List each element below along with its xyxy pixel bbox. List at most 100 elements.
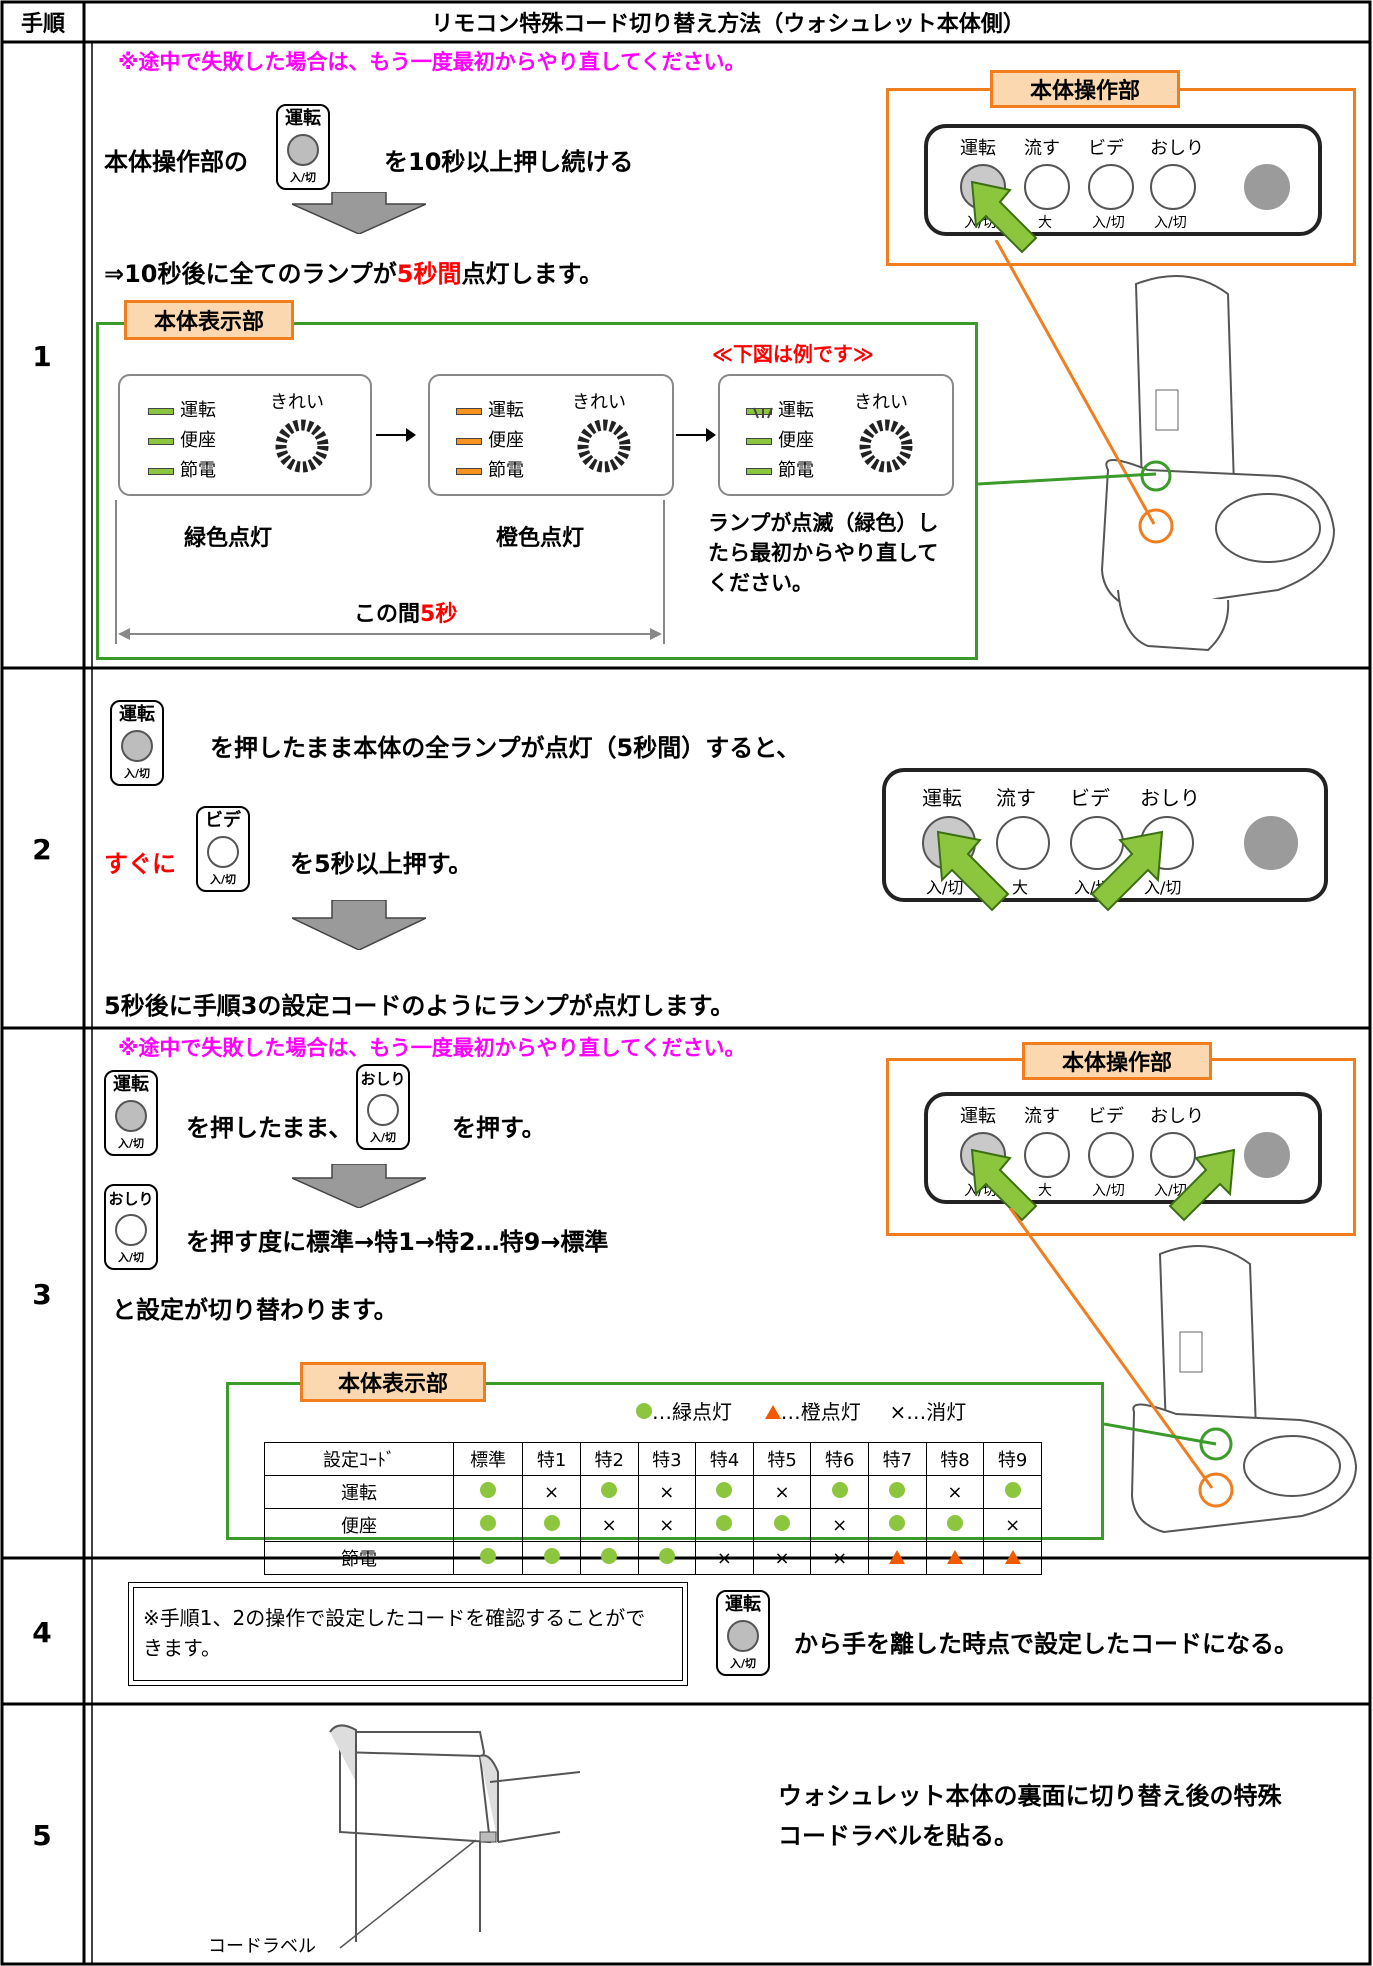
cell-off: × (637, 1475, 697, 1509)
step1-result: ⇒10秒後に全てのランプが5秒間点灯します。 (104, 260, 604, 288)
step2-sugu: すぐに (104, 850, 176, 878)
step1-warning: ※途中で失敗した場合は、もう一度最初からやり直してください。 (118, 50, 746, 74)
step1-line1-a: 本体操作部の (104, 148, 248, 176)
step2-line1: を押したまま本体の全ランプが点灯（5秒間）すると、 (210, 734, 801, 762)
table-row: 便座×××× (264, 1508, 1042, 1542)
example-note: ≪下図は例です≫ (712, 342, 874, 366)
display-blink: 運転 便座 節電 きれい (718, 374, 954, 496)
header-step-col: 手順 (20, 12, 65, 37)
tag-display-step3: 本体表示部 (300, 1362, 486, 1402)
cell-off: × (637, 1508, 697, 1542)
pointer-arrow-icon (970, 1148, 1038, 1222)
cell-green (579, 1475, 639, 1509)
orange-triangle-icon (889, 1549, 906, 1564)
toilet-illustration-1 (1100, 275, 1336, 652)
step-number-1: 1 (32, 339, 52, 373)
code-label-caption: コードラベル (208, 1936, 316, 1957)
green-dot-icon (831, 1481, 848, 1498)
lamp-unten: 運転 (148, 396, 216, 422)
operation-panel-3: 運転 流す ビデ おしり 入/切 大 入/切 入/切 (924, 1092, 1322, 1204)
step3-line2: を押す度に標準→特1→特2…特9→標準 (186, 1228, 609, 1256)
green-dot-icon (543, 1547, 560, 1564)
cell-green (868, 1508, 927, 1542)
kirei-label: きれい (270, 392, 324, 413)
oshiri-panel-button (1150, 164, 1196, 210)
pointer-arrow-icon (1090, 830, 1164, 912)
cell-green (579, 1541, 639, 1575)
green-dot-icon (601, 1547, 618, 1564)
green-dot-icon (601, 1481, 618, 1498)
cell-green (695, 1475, 754, 1509)
green-dot-icon (658, 1547, 675, 1564)
step-number-2: 2 (32, 832, 52, 866)
legend: …緑点灯 …橙点灯 ×…消灯 (636, 1396, 966, 1425)
lamp-benza: 便座 (148, 426, 216, 452)
interval-label: この間5秒 (354, 602, 458, 627)
toilet-back-illustration (329, 1724, 581, 1949)
step-number-4: 4 (32, 1615, 52, 1649)
green-dot-icon (716, 1481, 733, 1498)
step1-line1-b: を10秒以上押し続ける (384, 148, 634, 176)
cell-green (752, 1508, 812, 1542)
display-orange: 運転 便座 節電 きれい (428, 374, 674, 496)
step4-text: から手を離した時点で設定したコードになる。 (794, 1630, 1298, 1658)
step3-line1-a: を押したまま、 (186, 1114, 353, 1142)
unten-button-icon: 運転入/切 (104, 1070, 158, 1156)
green-dot-icon (1004, 1481, 1021, 1498)
bide-button-icon: ビデ入/切 (196, 806, 250, 892)
connector-lines-1 (994, 240, 1156, 525)
cell-green (522, 1508, 581, 1542)
cell-green (452, 1541, 524, 1575)
cell-green (452, 1475, 524, 1509)
green-dot-icon (946, 1514, 963, 1531)
step4-note: ※手順1、2の操作で設定したコードを確認することができます。 (143, 1606, 646, 1660)
pointer-arrow-icon (970, 180, 1038, 254)
orange-lit-label: 橙色点灯 (496, 526, 585, 551)
cell-off: × (810, 1541, 869, 1575)
orange-triangle-icon (764, 1405, 781, 1419)
row-label: 運転 (264, 1475, 454, 1509)
green-dot-icon (543, 1514, 560, 1531)
toilet-illustration-3 (1130, 1245, 1358, 1534)
green-lit-label: 緑色点灯 (184, 526, 273, 551)
right-arrow-icon (676, 428, 716, 442)
step2-result: 5秒後に手順3の設定コードのようにランプが点灯します。 (104, 992, 735, 1020)
bide-panel-button (1088, 164, 1134, 210)
connector-lines-3 (1008, 1208, 1214, 1489)
down-arrow-icon (292, 192, 426, 234)
cell-green (925, 1508, 985, 1542)
blink-instruction: ランプが点滅（緑色）したら最初からやり直してください。 (708, 511, 939, 595)
table-row: 節電××× (264, 1541, 1042, 1575)
down-arrow-icon (292, 900, 426, 950)
cell-orange (868, 1541, 927, 1575)
cell-green (983, 1475, 1042, 1509)
green-dot-icon (480, 1547, 497, 1564)
indicator-dot (1244, 164, 1290, 210)
blink-rays-icon (753, 407, 773, 419)
cell-orange (925, 1541, 985, 1575)
row-label: 節電 (264, 1541, 454, 1575)
green-dot-icon (480, 1514, 497, 1531)
tag-operation-step1: 本体操作部 (990, 70, 1180, 108)
step3-line1-b: を押す。 (452, 1114, 546, 1142)
orange-triangle-icon (946, 1549, 963, 1564)
note-box: ※手順1、2の操作で設定したコードを確認することができます。 (128, 1582, 688, 1686)
green-connector-3 (1104, 1422, 1217, 1446)
orange-triangle-icon (1004, 1549, 1021, 1564)
interval-dimension (115, 500, 665, 644)
kirei-ring-icon (577, 419, 631, 473)
unten-button-icon: 運転入/切 (276, 104, 330, 190)
cell-green (522, 1541, 581, 1575)
cell-off: × (752, 1541, 812, 1575)
cell-green (637, 1541, 697, 1575)
cell-off: × (695, 1541, 754, 1575)
green-dot-icon (774, 1514, 791, 1531)
table-row: 運転×××× (264, 1475, 1042, 1509)
kirei-ring-icon (275, 419, 329, 473)
green-dot-icon (889, 1481, 906, 1498)
nagasu-panel-button (1024, 164, 1070, 210)
cell-orange (983, 1541, 1042, 1575)
